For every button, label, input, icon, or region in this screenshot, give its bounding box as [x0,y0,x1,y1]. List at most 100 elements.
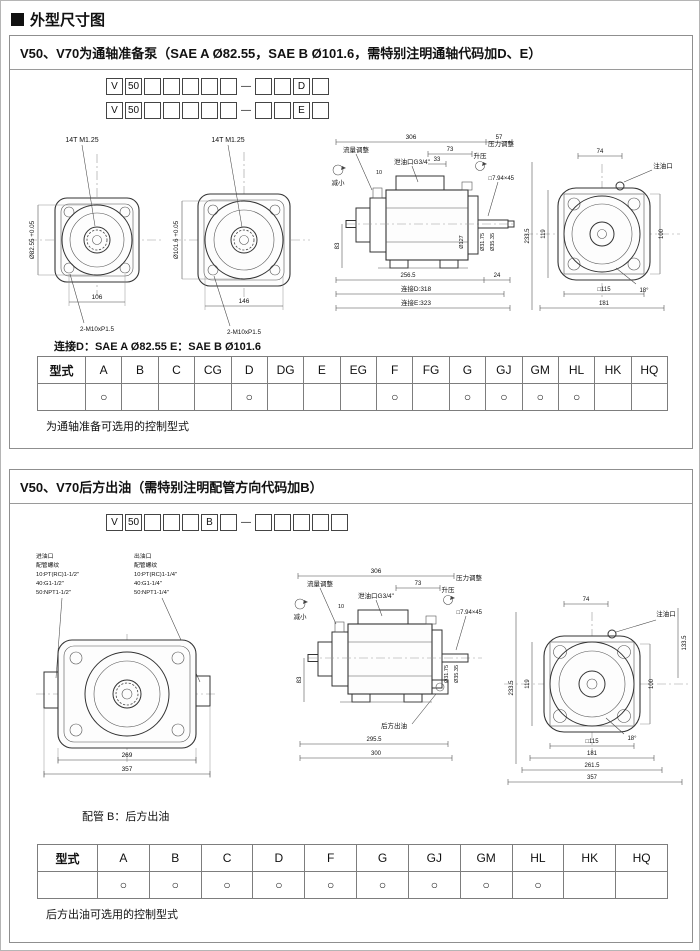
pump-body [557,181,651,281]
section1-footnote: 为通轴准备可选用的控制型式 [46,421,189,433]
connection-note: 连接D：SAE A Ø82.55 E：SAE B Ø101.6 [54,341,262,353]
dim-83: 83 [297,676,303,683]
dimensions: 注油口 74 133.5 119 233.5 100 18° □115 181 [507,597,688,785]
spline-label: 14T M1.25 [65,137,98,144]
code-box [255,514,272,531]
table-header-cell: EG [340,357,377,384]
rear-view-drawing: 注油口 74 119 233.5 100 18° □115 181 [524,149,680,311]
angle-18: 18° [639,288,649,294]
dim-306: 306 [371,568,382,575]
code-box [144,78,161,95]
decrease-label: 减小 [332,178,346,187]
table-header-cell: CG [195,357,232,384]
code-box [182,78,199,95]
code-box [201,102,218,119]
dim-74: 74 [583,597,590,603]
dim-2335: 233.5 [525,228,531,244]
table-mark-cell [595,384,632,411]
model-code-row-e: V 50 — E [106,102,329,119]
code-box [163,514,180,531]
dim-conn-d: 连接D:318 [401,284,432,293]
table-mark-cell [122,384,159,411]
dim-100: 100 [659,228,665,239]
code-dash: — [241,517,251,528]
section1-title: V50、V70为通轴准备泵（SAE A Ø82.55，SAE B Ø101.6，… [10,36,692,70]
code-box [220,78,237,95]
code-box [144,102,161,119]
page-title: 外型尺寸图 [30,12,106,29]
table-header-cell: E [304,357,341,384]
code-box [293,514,310,531]
section1-panel: V50、V70为通轴准备泵（SAE A Ø82.55，SAE B Ø101.6，… [9,35,693,449]
adjustment-labels: 流量调整 减小 泄油口G3/4" 压力调整 升压 □7.94×45 [332,139,515,217]
dim-1335: 133.5 [682,635,688,651]
dim-100: 100 [649,678,655,689]
table-header-cell: GM [460,845,513,872]
code-box [274,102,291,119]
dia-3535: Ø35.35 [490,233,496,251]
control-type-table-2: 型式 A B C D F G GJ GM HL HK HQ ○ ○ ○ ○ ○ … [37,844,668,899]
dim-73: 73 [447,147,454,153]
table-mark-cell [267,384,305,411]
table-mark-cell: ○ [377,384,414,411]
code-box [312,102,329,119]
table-header-cell: D [231,357,268,384]
table-header-cell: A [86,357,123,384]
side-view-drawing: 306 57 73 33 10 流量调整 减小 泄油口G3/4" 压力调整 升压… [332,134,515,311]
code-box: D [293,78,310,95]
code-box [331,514,348,531]
dim-181: 181 [599,301,610,307]
pump-body [43,597,211,749]
code-box: E [293,102,310,119]
pump-body [197,193,291,287]
table-mark-cell: ○ [253,872,306,899]
dim-2955: 295.5 [366,737,382,743]
pump-body [345,175,515,269]
dimensions-side: 83 Ø127 Ø31.75 Ø35.35 [335,224,496,268]
code-box: 50 [125,78,142,95]
model-code-row-b: V 50 B — [106,514,348,531]
fill-port-label: 注油口 [653,161,673,170]
dim-2335: 233.5 [509,680,515,696]
table-mark-cell: ○ [305,872,358,899]
table-header-cell: 型式 [38,357,86,384]
section2-panel: V50、V70后方出油（需特别注明配管方向代码加B） V 50 B — 进油口 … [9,469,693,943]
code-box [144,514,161,531]
inlet-line: 进油口 [36,552,54,560]
table-mark-cell: ○ [201,872,254,899]
code-box [220,514,237,531]
section2-footnote: 后方出油可选用的控制型式 [46,909,178,921]
table-header-cell: F [305,845,358,872]
dim-306: 306 [406,134,417,141]
section-marker-icon [11,13,24,26]
bolt-label: 2-M10xP1.5 [227,329,261,336]
table-header-cell: G [357,845,409,872]
dia-127: Ø127 [459,235,465,248]
table-mark-cell [38,872,98,899]
pressure-adjust-label: 压力调整 [456,573,483,582]
table-header-cell: B [149,845,202,872]
code-box [255,102,272,119]
code-box [163,102,180,119]
dimensions: 注油口 74 119 233.5 100 18° □115 181 [525,149,673,311]
table-header-cell: F [377,357,414,384]
table-mark-cell: ○ [149,872,202,899]
code-box [312,78,329,95]
pitch-dim: 146 [239,298,250,305]
front-view-ports-drawing: 进油口 配管螺纹 10:PT(RC)1-1/2" 40:G1-1/2" 50:N… [36,552,218,778]
dim-357: 357 [587,775,598,781]
pressure-adjust-label: 压力调整 [488,139,515,148]
code-box: B [201,514,218,531]
front-view-sae-a-drawing: 14T M1.25 Ø82.55 +0.05 106 2-M10xP1.5 [28,137,162,333]
dimensions-top: 306 57 73 33 10 [335,134,513,176]
table-header-cell: GJ [486,357,523,384]
outlet-line: 50:NPT1-1/4" [134,590,169,596]
code-dash: — [241,81,251,92]
table-header-cell: HK [564,845,617,872]
side-view-rear-outlet-drawing: 306 73 10 流量调整 减小 泄油口G3/4" 压力调整 升压 □7.94… [294,568,483,761]
flow-adjust-label: 流量调整 [343,145,370,154]
inlet-line: 配管螺纹 [36,561,59,569]
table-mark-cell [195,384,232,411]
dim-181: 181 [587,751,598,757]
table-mark-cell: ○ [460,872,513,899]
